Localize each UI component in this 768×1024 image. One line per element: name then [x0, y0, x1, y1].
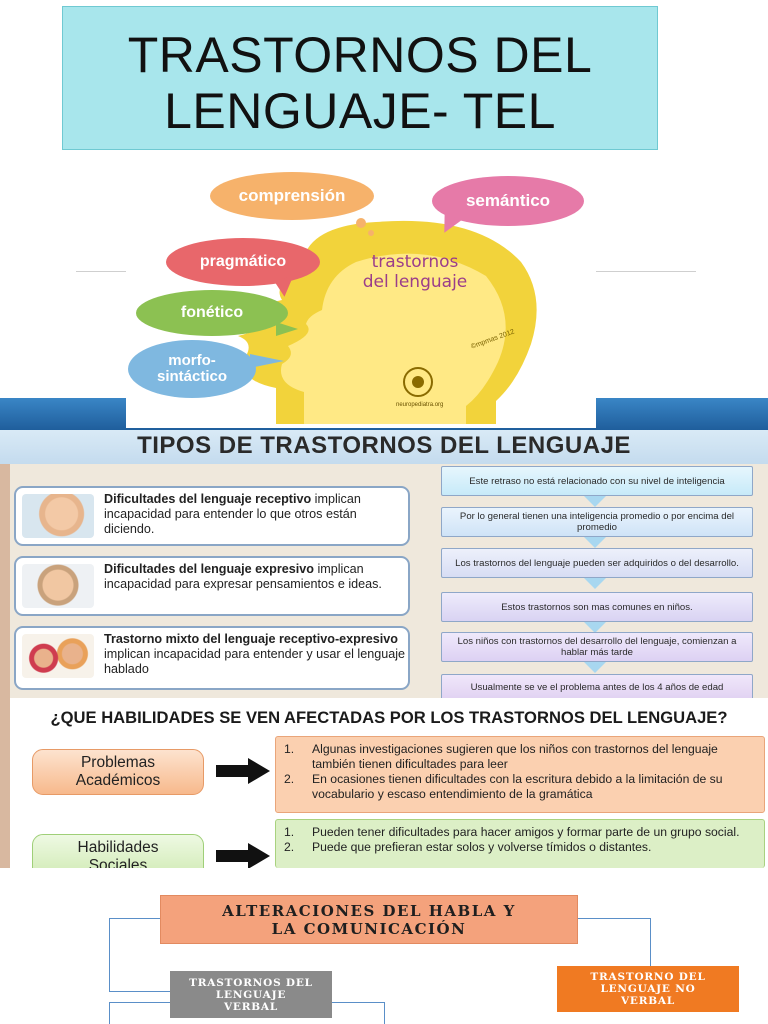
title-box: TRASTORNOS DEL LENGUAJE- TEL — [62, 6, 658, 150]
concept-node-line: LENGUAJE — [215, 988, 287, 1001]
fact-box-1: Este retraso no está relacionado con su … — [441, 466, 753, 496]
bubble-label-group: morfo- sintáctico — [157, 353, 227, 385]
list-item: 1. Algunas investigaciones sugieren que l… — [284, 742, 756, 772]
skill-pill-label-1: Habilidades — [77, 839, 159, 856]
bubble-morfosintactico: morfo- sintáctico — [128, 340, 256, 398]
list-item: 2. En ocasiones tienen dificultades con l… — [284, 772, 756, 802]
type-card-receptivo: Dificultades del lenguaje receptivo impl… — [14, 486, 410, 546]
bubble-tail — [356, 218, 366, 228]
concept-node-line: TRASTORNO DEL — [590, 971, 706, 983]
bubble-label: pragmático — [199, 252, 287, 270]
connector-line — [384, 1002, 385, 1024]
right-arrow-icon — [216, 843, 270, 869]
bubble-label: fonético — [180, 303, 244, 321]
concept-main-line-2: LA COMUNICACIÓN — [271, 919, 467, 938]
head-text-line-1: trastornos — [371, 252, 459, 272]
page-title-line-2: LENGUAJE- TEL — [164, 83, 556, 139]
list-item: 2. Puede que prefieran estar solos y volv… — [284, 840, 756, 855]
section-header — [0, 430, 768, 464]
concept-node-no-verbal: TRASTORNO DEL LENGUAJE NO VERBAL — [557, 966, 739, 1012]
connector-line — [578, 918, 650, 919]
type-card-description: implican incapacidad para entender lo qu… — [104, 492, 361, 536]
concept-node-line: VERBAL — [223, 1000, 279, 1013]
down-arrow-icon — [584, 578, 606, 589]
type-card-mixto: Trastorno mixto del lenguaje receptivo-e… — [14, 626, 410, 690]
bubble-label: semántico — [465, 191, 551, 211]
type-card-text: Trastorno mixto del lenguaje receptivo-e… — [104, 632, 406, 677]
skill-pill-label-1: Problemas — [80, 754, 156, 771]
type-card-text: Dificultades del lenguaje receptivo impl… — [104, 492, 406, 537]
bubble-tail — [276, 322, 298, 336]
bubble-label: sintáctico — [156, 368, 228, 385]
slide-concept-map: ALTERACIONES DEL HABLA Y LA COMUNICACIÓN… — [0, 868, 768, 1024]
type-card-expresivo: Dificultades del lenguaje expresivo impl… — [14, 556, 410, 616]
list-text: Pueden tener dificultades para hacer ami… — [312, 825, 740, 839]
fact-box-6: Usualmente se ve el problema antes de lo… — [441, 674, 753, 700]
bubble-tail — [250, 354, 284, 368]
bubble-semantico: semántico — [432, 176, 584, 226]
bubble-fonetico: fonético — [136, 290, 288, 336]
type-card-text: Dificultades del lenguaje expresivo impl… — [104, 562, 406, 592]
head-text: trastornos del lenguaje — [340, 252, 490, 292]
type-card-heading: Trastorno mixto del lenguaje receptivo-e… — [104, 632, 398, 646]
type-card-description: implican incapacidad para entender y usa… — [104, 647, 406, 676]
skill-list-academicos: 1. Algunas investigaciones sugieren que l… — [275, 736, 765, 813]
concept-node-verbal: TRASTORNOS DEL LENGUAJE VERBAL — [170, 971, 332, 1018]
down-arrow-icon — [584, 537, 606, 548]
down-arrow-icon — [584, 496, 606, 507]
down-arrow-icon — [584, 662, 606, 673]
concept-node-line: LENGUAJE NO — [600, 983, 696, 995]
concept-node-line: TRASTORNOS DEL — [189, 976, 313, 989]
illustration-site: neuropediatra.org — [396, 402, 444, 408]
slide-types: TIPOS DE TRASTORNOS DEL LENGUAJE Dificul… — [0, 430, 768, 880]
bubble-label: morfo- — [168, 352, 216, 370]
list-text: En ocasiones tienen dificultades con la … — [312, 772, 723, 801]
type-card-heading: Dificultades del lenguaje receptivo — [104, 492, 312, 506]
head-text-line-2: del lenguaje — [362, 272, 468, 292]
section-title: TIPOS DE TRASTORNOS DEL LENGUAJE — [137, 432, 631, 459]
connector-line — [109, 991, 171, 992]
fact-box-2: Por lo general tienen una inteligencia p… — [441, 507, 753, 537]
bubble-tail — [368, 230, 374, 236]
toddler-photo-icon — [22, 564, 94, 608]
bubble-comprension: comprensión — [210, 172, 374, 220]
down-arrow-icon — [584, 622, 606, 633]
baby-photo-icon — [22, 494, 94, 538]
skill-pill-label-2: Académicos — [75, 772, 161, 789]
skill-list-sociales: 1. Pueden tener dificultades para hacer a… — [275, 819, 765, 868]
left-strip — [0, 464, 10, 868]
list-number: 1. — [284, 825, 295, 839]
list-text: Algunas investigaciones sugieren que los… — [312, 742, 718, 771]
concept-main-line-1: ALTERACIONES DEL HABLA Y — [222, 901, 516, 920]
connector-line — [109, 918, 110, 992]
skills-question: ¿QUE HABILIDADES SE VEN AFECTADAS POR LO… — [50, 708, 728, 727]
right-arrow-icon — [216, 758, 270, 784]
divider-left — [76, 271, 126, 272]
fact-box-5: Los niños con trastornos del desarrollo … — [441, 632, 753, 662]
connector-line — [109, 1002, 110, 1024]
speech-illustration: trastornos del lenguaje ©mpmas 2012 neur… — [126, 166, 596, 428]
list-number: 2. — [284, 772, 295, 786]
list-text: Puede que prefieran estar solos y volver… — [312, 840, 652, 854]
list-number: 1. — [284, 742, 295, 756]
bubble-label: comprensión — [238, 186, 346, 206]
page-title-line-1: TRASTORNOS DEL — [127, 27, 593, 83]
slide-title: TRASTORNOS DEL LENGUAJE- TEL trastornos … — [0, 0, 768, 430]
type-card-heading: Dificultades del lenguaje expresivo — [104, 562, 314, 576]
concept-node-line: VERBAL — [620, 995, 676, 1007]
skill-pill-academicos: Problemas Académicos — [32, 749, 204, 795]
bubble-pragmatico: pragmático — [166, 238, 320, 286]
connector-line — [650, 918, 651, 967]
list-item: 1. Pueden tener dificultades para hacer a… — [284, 825, 756, 840]
fact-box-4: Estos trastornos son mas comunes en niño… — [441, 592, 753, 622]
children-photo-icon — [22, 634, 94, 678]
divider-right — [596, 271, 696, 272]
type-card-description: implican incapacidad para expresar pensa… — [104, 562, 382, 591]
list-number: 2. — [284, 840, 295, 854]
fact-box-3: Los trastornos del lenguaje pueden ser a… — [441, 548, 753, 578]
concept-main-node: ALTERACIONES DEL HABLA Y LA COMUNICACIÓN — [160, 895, 578, 944]
connector-line — [109, 918, 161, 919]
